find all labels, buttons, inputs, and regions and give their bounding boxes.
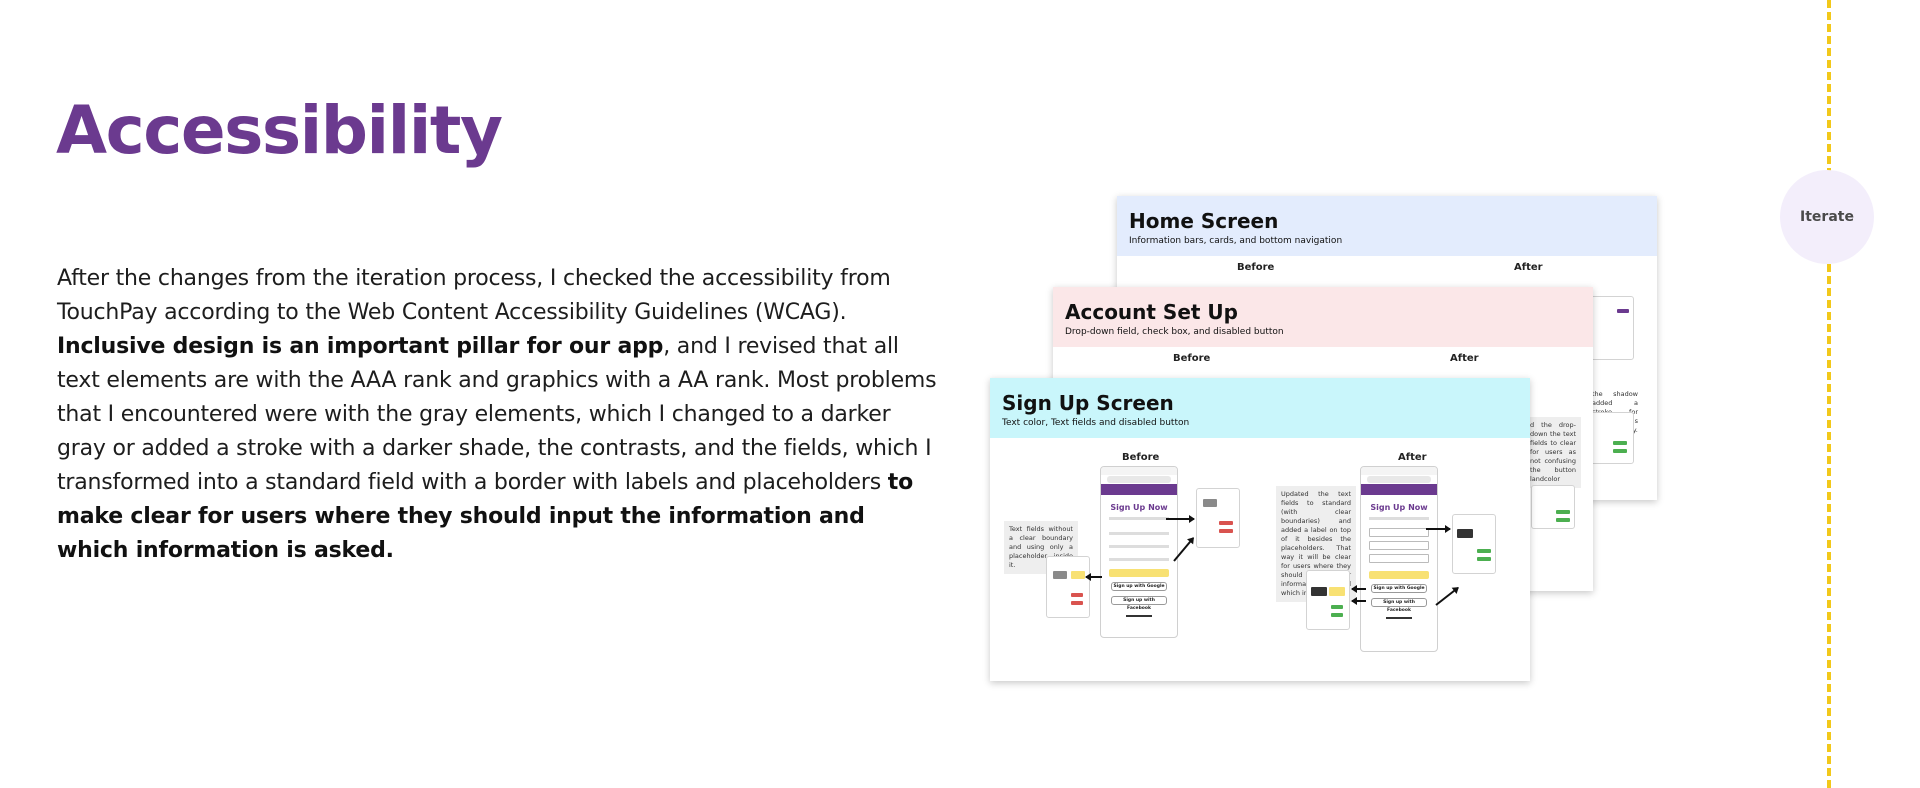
after-label: After: [1514, 262, 1543, 273]
before-label: Before: [1173, 353, 1211, 364]
mini-screen-after-right: [1452, 514, 1496, 574]
page-title: Accessibility: [56, 92, 503, 169]
arrow-icon: [1351, 585, 1366, 593]
annotation-note-after: Updated the text fields to standard (wit…: [1276, 486, 1356, 602]
slide-title: Sign Up Screen: [1002, 391, 1174, 415]
google-button: Sign up with Google: [1371, 584, 1427, 593]
paragraph-bold-1: Inclusive design is an important pillar …: [57, 334, 664, 359]
paragraph-text-2: , and I revised that all text elements a…: [57, 334, 937, 495]
facebook-button: Sign up with Facebook: [1111, 596, 1167, 611]
arrow-icon: [1351, 597, 1366, 605]
slide-sign-up-screen[interactable]: Sign Up Screen Text color, Text fields a…: [990, 378, 1530, 681]
mini-screen: [1590, 412, 1634, 464]
arrow-icon: [1426, 525, 1451, 533]
arrow-icon: [1166, 515, 1195, 523]
phone-title: Sign Up Now: [1370, 503, 1428, 512]
slide-subtitle: Information bars, cards, and bottom navi…: [1129, 236, 1343, 246]
after-label: After: [1450, 353, 1479, 364]
paragraph-text-1: After the changes from the iteration pro…: [57, 266, 891, 325]
slide-header: Sign Up Screen Text color, Text fields a…: [990, 378, 1530, 438]
before-label: Before: [1237, 262, 1275, 273]
slide-title: Home Screen: [1129, 209, 1279, 233]
before-label: Before: [1122, 452, 1160, 463]
slide-subtitle: Text color, Text fields and disabled but…: [1002, 418, 1190, 428]
iterate-step[interactable]: Iterate: [1780, 170, 1874, 264]
mini-screen-after-left: [1306, 570, 1350, 630]
annotation-note-before: Text fields without a clear boundary and…: [1004, 521, 1078, 574]
facebook-button: Sign up with Facebook: [1371, 598, 1427, 613]
after-label: After: [1398, 452, 1427, 463]
phone-title: Sign Up Now: [1110, 503, 1168, 512]
mini-screen: [1531, 485, 1575, 529]
mini-screen-before-right: [1196, 488, 1240, 548]
annotation-note: d the drop-down the text fields to clear…: [1525, 417, 1581, 488]
slide-header: Account Set Up Drop-down field, check bo…: [1053, 287, 1593, 347]
arrow-icon: [1435, 586, 1459, 606]
mini-screen: [1590, 296, 1634, 360]
arrow-icon: [1085, 573, 1102, 581]
paragraph-bold-2: to make clear for users where they shoul…: [57, 470, 914, 563]
slide-title: Account Set Up: [1065, 300, 1238, 324]
phone-mockup-before: Sign Up Now Sign up with Google Sign up …: [1100, 466, 1178, 638]
phone-mockup-after: Sign Up Now Sign up with Google Sign up …: [1360, 466, 1438, 652]
mini-screen-before-left: [1046, 556, 1090, 618]
timeline-dashed-line: [1827, 0, 1831, 788]
slide-header: Home Screen Information bars, cards, and…: [1117, 196, 1657, 256]
body-paragraph: After the changes from the iteration pro…: [57, 262, 937, 568]
slide-subtitle: Drop-down field, check box, and disabled…: [1065, 327, 1284, 337]
google-button: Sign up with Google: [1111, 582, 1167, 591]
